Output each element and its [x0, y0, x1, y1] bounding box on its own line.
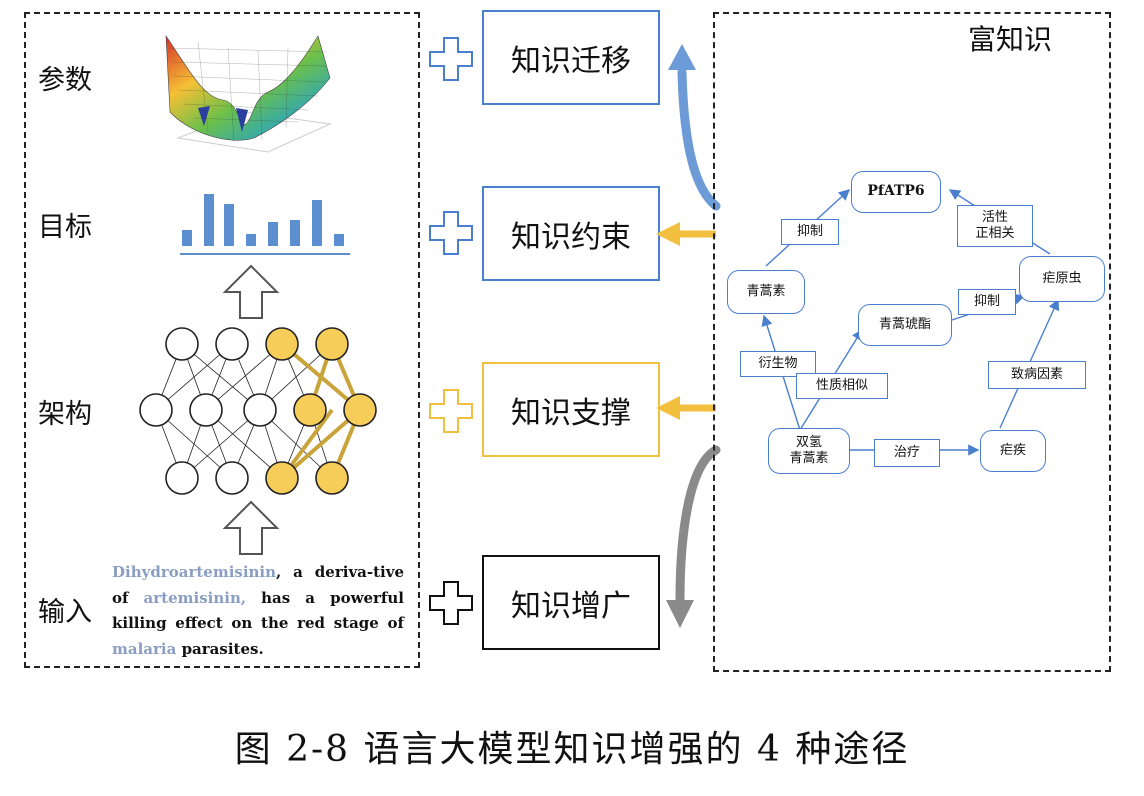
input-text-part: has a powerful killing effect on the red… — [112, 588, 404, 633]
up-arrow-outline-icon — [222, 500, 280, 555]
kg-node-qinghao-zhi: 青蒿琥酯 — [858, 304, 952, 346]
kg-edge-activity-corr: 活性 正相关 — [957, 205, 1033, 247]
model-panel — [24, 12, 420, 668]
plus-outline-icon — [429, 211, 473, 255]
kg-edge-derivative: 衍生物 — [740, 351, 816, 377]
neural-network-icon — [139, 327, 377, 495]
up-arrow-outline-icon — [222, 264, 280, 319]
kg-node-nueji: 疟疾 — [980, 430, 1046, 472]
method-knowledge-transfer: 知识迁移 — [482, 10, 660, 105]
rich-knowledge-panel — [713, 12, 1111, 672]
row-label-architecture: 架构 — [38, 399, 92, 430]
method-knowledge-constraint: 知识约束 — [482, 186, 660, 281]
kg-edge-similar-property: 性质相似 — [796, 373, 888, 399]
kg-node-pfatp6: PfATP6 — [851, 171, 941, 213]
plus-outline-icon — [429, 37, 473, 81]
input-text-part: , a deriva-tive of — [112, 563, 404, 607]
rich-knowledge-title: 富知识 — [968, 23, 1053, 56]
kg-edge-inhibit-2: 抑制 — [958, 289, 1016, 315]
kg-edge-inhibit-1: 抑制 — [781, 219, 839, 245]
kg-node-shuangqing: 双氢 青蒿素 — [768, 428, 850, 474]
bar-chart-icon — [180, 194, 350, 255]
row-label-params: 参数 — [38, 65, 92, 96]
kg-edge-pathogenic-factor: 致病因素 — [988, 361, 1086, 389]
method-knowledge-support: 知识支撑 — [482, 362, 660, 457]
kg-node-nueyuanchong: 疟原虫 — [1019, 256, 1105, 302]
entity-artemisinin: artemisinin, — [143, 588, 247, 607]
plus-outline-icon — [429, 581, 473, 625]
flow-arrows — [656, 44, 721, 628]
surface-plot-icon — [165, 34, 332, 153]
entity-dihydroartemisinin: Dihydroartemisinin — [112, 563, 277, 581]
row-label-objective: 目标 — [38, 212, 92, 243]
figure-caption: 图 2-8 语言大模型知识增强的 4 种途径 — [234, 729, 910, 770]
kg-edge-treatment: 治疗 — [874, 439, 940, 467]
input-text-part: parasites. — [176, 639, 264, 658]
method-knowledge-augmentation: 知识增广 — [482, 555, 660, 650]
input-sentence: Dihydroartemisinin, a deriva-tive of art… — [112, 560, 404, 662]
plus-outline-icon — [429, 389, 473, 433]
kg-node-qinghaosu: 青蒿素 — [727, 270, 805, 314]
entity-malaria: malaria — [112, 639, 177, 658]
row-label-input: 输入 — [38, 597, 92, 628]
